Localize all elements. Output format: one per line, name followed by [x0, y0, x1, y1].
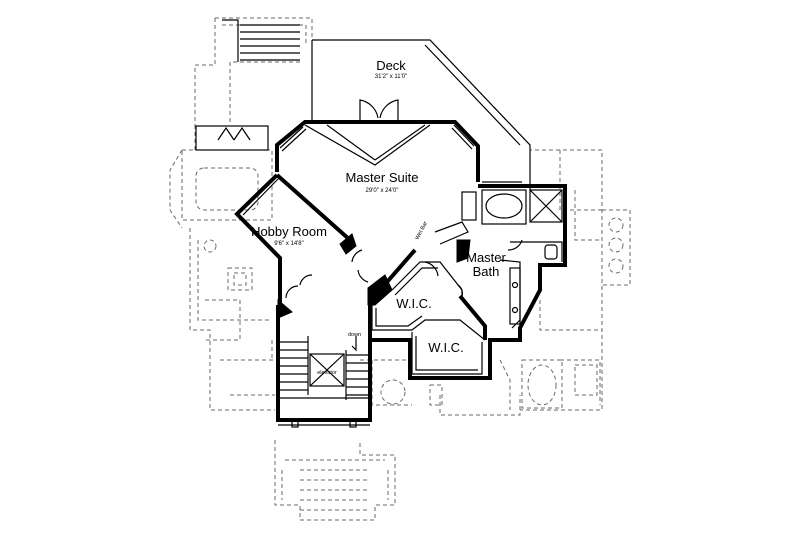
windows [239, 124, 522, 216]
exterior-walls [234, 120, 567, 422]
left-balcony [195, 125, 269, 151]
elevator-label: elevator [317, 370, 337, 376]
room-labels: Deck 31'2" x 11'0" Master Suite 29'0" x … [251, 58, 506, 376]
staircase [280, 336, 368, 400]
deck-dim: 31'2" x 11'0" [375, 74, 407, 80]
master-suite-dim: 29'0" x 24'0" [366, 188, 399, 194]
wall-fills [277, 233, 471, 319]
master-suite-name: Master Suite [346, 170, 419, 185]
master-bath-name-1: Master [466, 250, 506, 265]
deck-area [311, 39, 531, 190]
down-label: down [348, 332, 361, 338]
master-bath-name-2: Bath [473, 264, 500, 279]
doors [285, 99, 523, 299]
interior-walls [304, 124, 563, 375]
deck-name: Deck [376, 58, 406, 73]
wet-bar-label: Wet Bar [414, 221, 429, 241]
hobby-room-name: Hobby Room [251, 224, 327, 239]
deck-stairs [222, 19, 300, 62]
wic-2-name: W.I.C. [428, 340, 463, 355]
hobby-room-dim: 9'6" x 14'8" [274, 241, 304, 247]
wic-1-name: W.I.C. [396, 296, 431, 311]
porch-rail [278, 420, 370, 428]
